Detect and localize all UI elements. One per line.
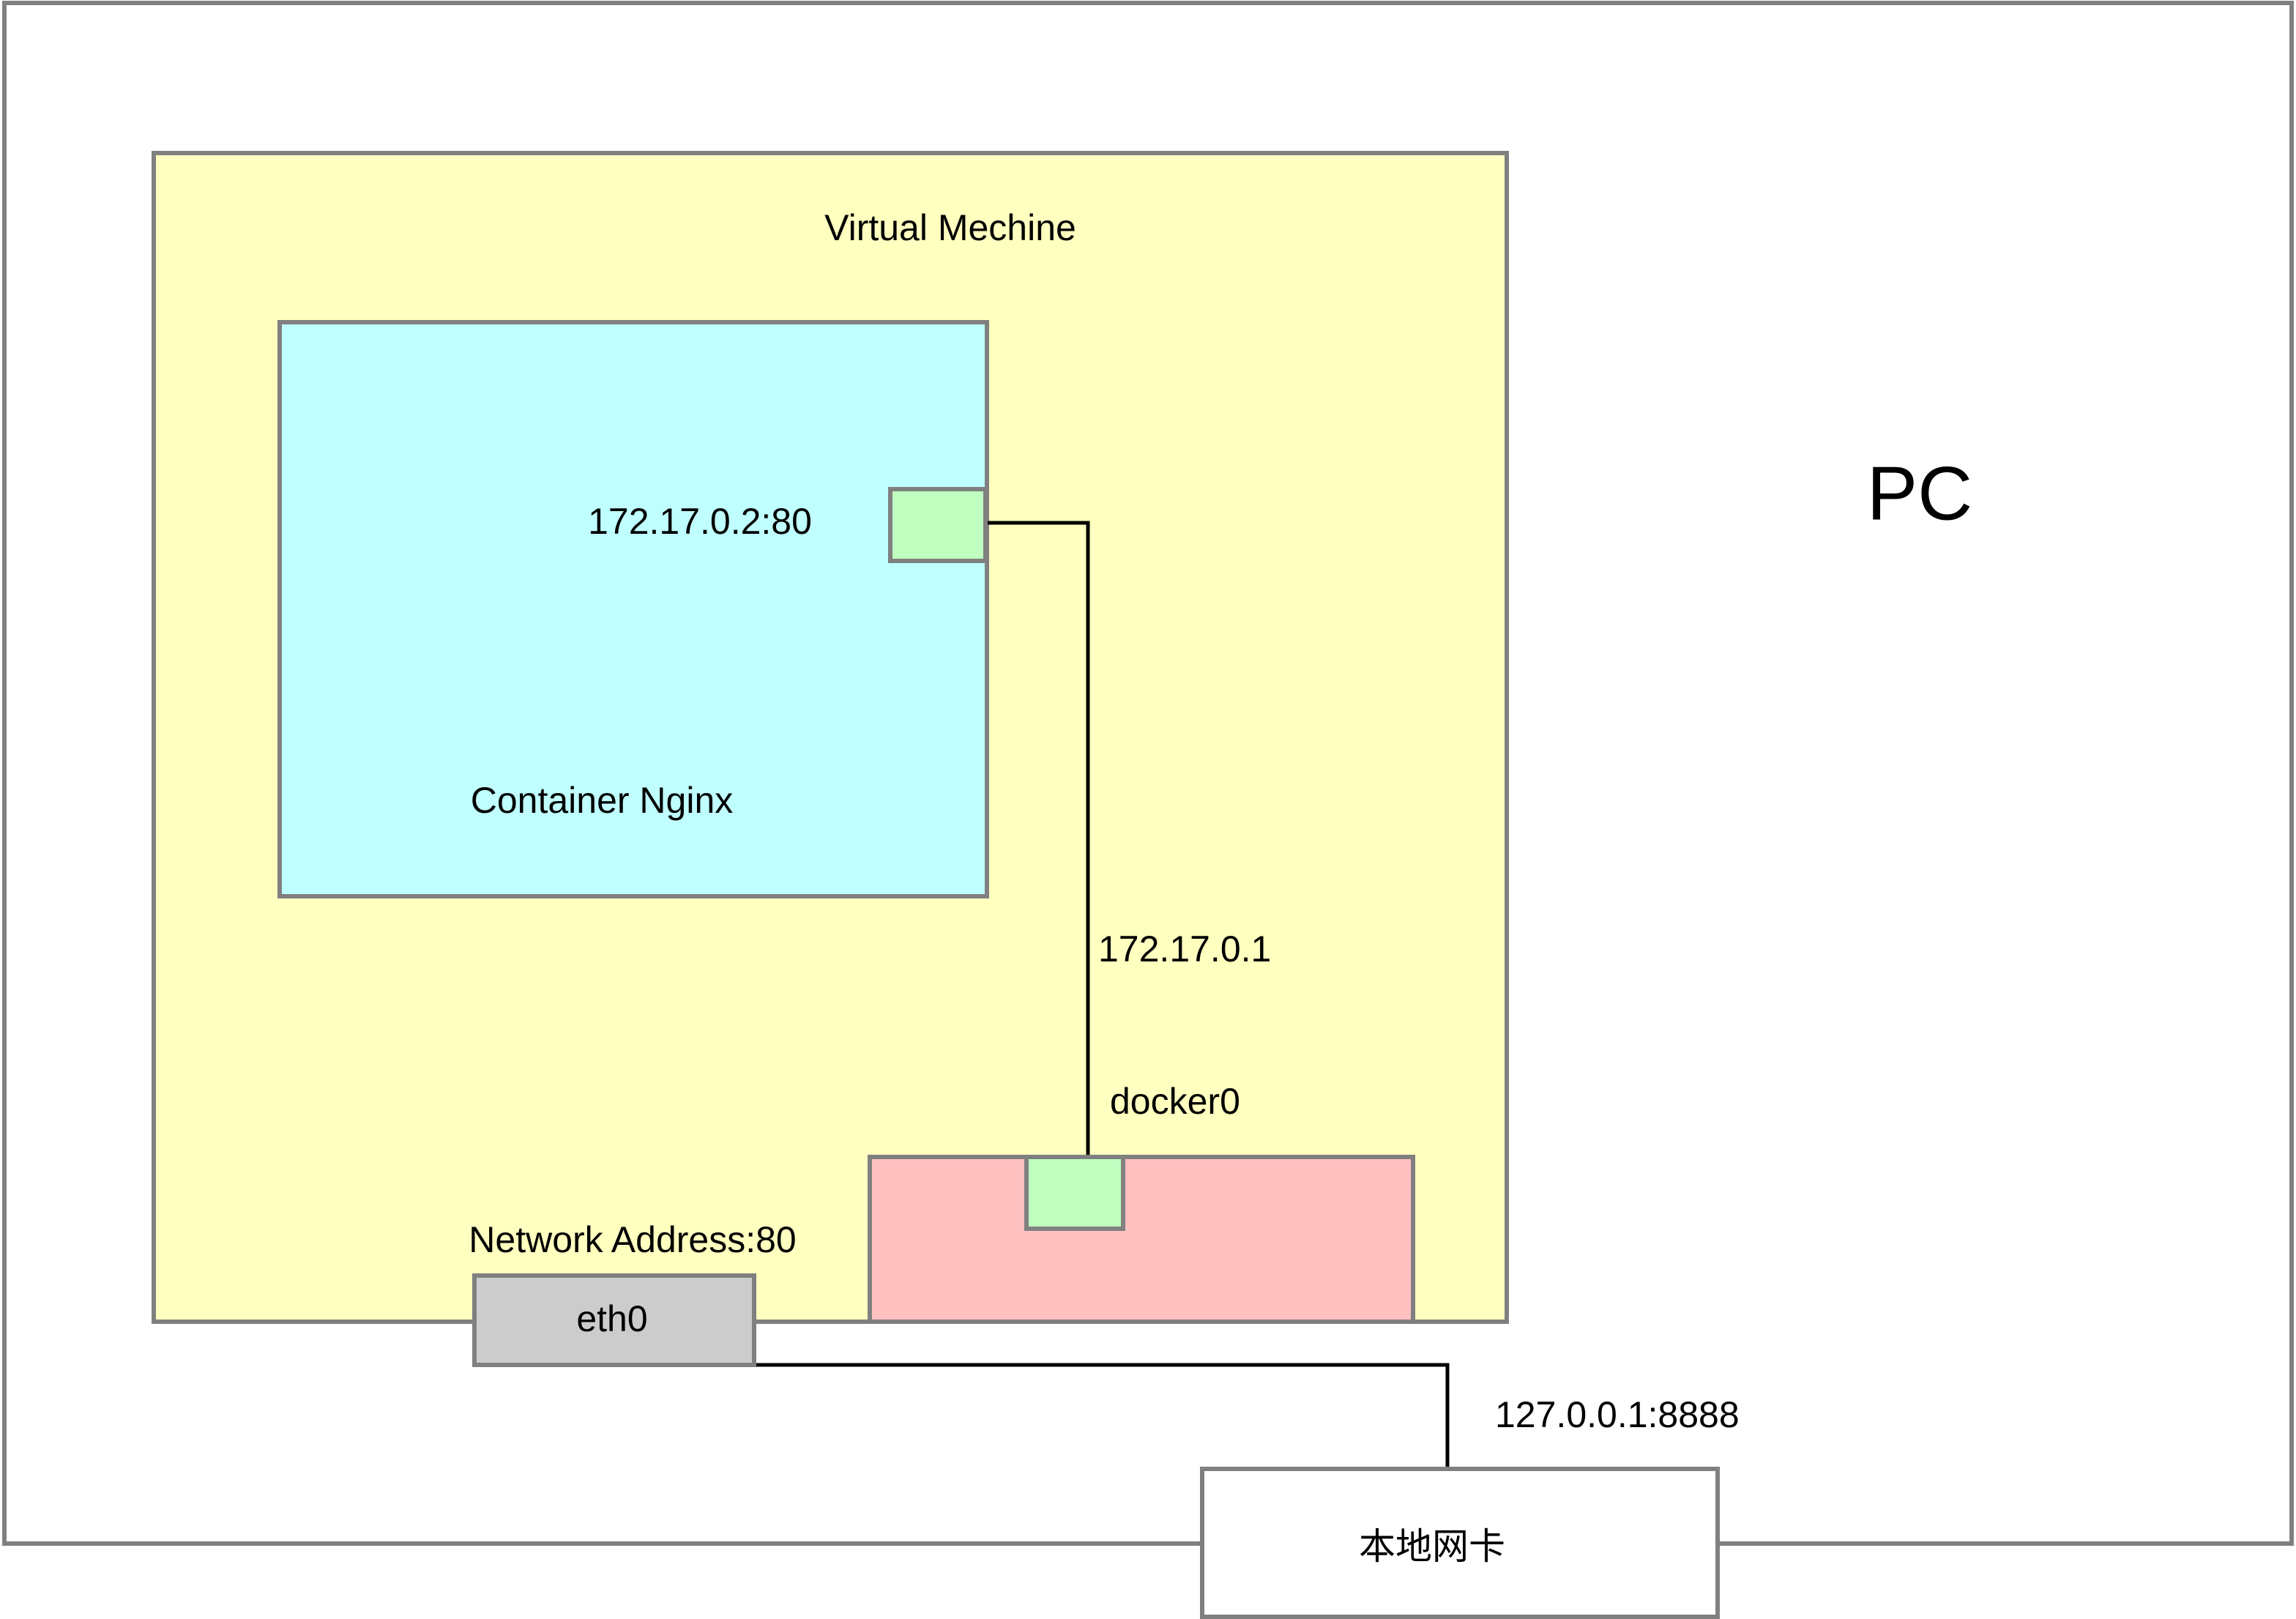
wire-eth0-to-local-nic	[602, 1363, 1450, 1469]
eth0-label: eth0	[576, 1298, 647, 1339]
wire-container-to-docker0	[984, 521, 1090, 1158]
pc-label: PC	[1867, 451, 1972, 536]
vm-label: Virtual Mechine	[824, 207, 1076, 248]
docker0-gateway-label: 172.17.0.1	[1098, 928, 1271, 969]
docker0-port	[1024, 1155, 1125, 1231]
local-nic-label: 本地网卡	[1359, 1526, 1505, 1567]
local-nic-address-label: 127.0.0.1:8888	[1495, 1394, 1740, 1435]
docker0-label: docker0	[1110, 1081, 1240, 1122]
container-box	[277, 320, 989, 898]
eth0-box	[472, 1273, 756, 1367]
docker0-box	[868, 1155, 1415, 1324]
container-port-label: 172.17.0.2:80	[588, 501, 812, 542]
local-nic-box	[1200, 1467, 1720, 1619]
container-port	[888, 487, 988, 563]
container-label: Container Nginx	[471, 780, 734, 821]
eth0-address-label: Network Address:80	[469, 1219, 796, 1260]
